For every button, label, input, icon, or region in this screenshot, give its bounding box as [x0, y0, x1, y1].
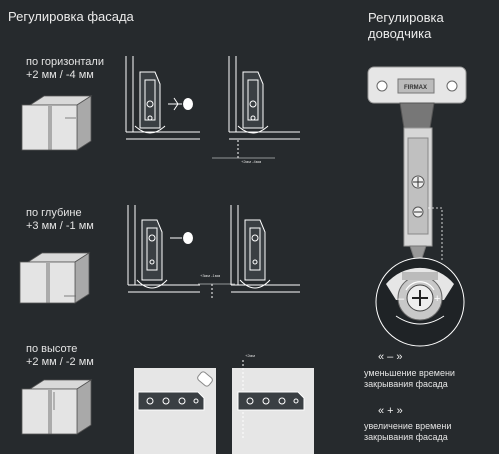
screwdriver-icon [168, 97, 193, 111]
decrease-time-note: уменьшение времени закрывания фасада [364, 368, 455, 389]
hinge-horizontal-before [125, 56, 200, 140]
cabinet-horizontal-icon [21, 95, 93, 151]
zoom-guide-line [428, 207, 443, 262]
horizontal-dims: +2мм -4мм [241, 159, 262, 164]
hinge-height-before [124, 368, 216, 454]
hinge-depth-after [198, 205, 300, 300]
depth-dims: +3мм -1мм [200, 273, 221, 278]
minus-symbol: « – » [378, 351, 403, 363]
zoom-plus-icon: + [434, 293, 440, 305]
cabinet-depth-icon [19, 252, 91, 304]
increase-time-note: увеличение времени закрывания фасада [364, 421, 452, 442]
rotation-arrow-icon [405, 281, 435, 291]
horizontal-label: по горизонтали +2 мм / -4 мм [26, 56, 104, 81]
brand-logo: FIRMAX [404, 85, 427, 91]
height-dim-top: +2мм [245, 353, 256, 358]
hinge-depth-before [127, 205, 200, 293]
height-label: по высоте +2 мм / -2 мм [26, 343, 94, 368]
plus-symbol: « + » [378, 405, 403, 417]
closer-adjustment-zoom [375, 257, 465, 347]
depth-label: по глубине +3 мм / -1 мм [26, 207, 94, 232]
cabinet-height-icon [21, 379, 93, 435]
zoom-minus-icon: – [398, 293, 405, 305]
hinge-height-after [222, 360, 314, 454]
closer-adjustment-title: Регулировка доводчика [368, 10, 444, 41]
hinge-horizontal-after [212, 56, 300, 160]
closer-hinge-front-view [367, 66, 467, 259]
facade-adjustment-title: Регулировка фасада [8, 9, 134, 24]
